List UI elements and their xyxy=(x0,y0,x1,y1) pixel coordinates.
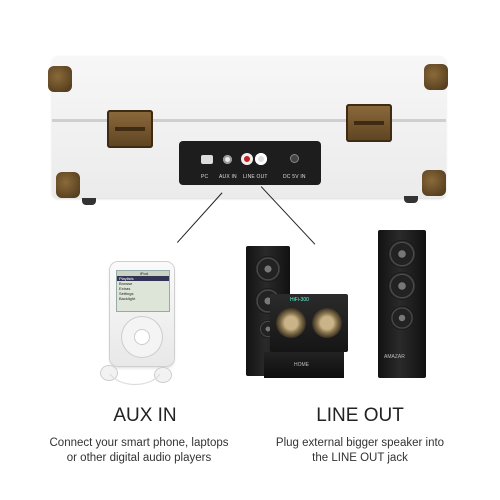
line-out-desc-line1: Plug external bigger speaker into xyxy=(275,437,445,449)
aux-in-heading: AUX IN xyxy=(113,405,177,426)
ipod-player: iPod Playlists Browse Extras Settings Ba… xyxy=(110,262,174,366)
pc-port-label: PC xyxy=(201,174,209,180)
line-out-port-label: LINE OUT xyxy=(243,174,268,180)
earbud-right xyxy=(155,368,171,382)
rear-port-panel: PC AUX IN LINE OUT DC 5V IN xyxy=(179,141,321,185)
ipod-click-wheel xyxy=(121,316,163,358)
line-out-desc-line2: the LINE OUT jack xyxy=(312,452,408,464)
line-out-jack-red[interactable] xyxy=(241,153,253,165)
ipod-screen: iPod Playlists Browse Extras Settings Ba… xyxy=(116,270,170,312)
center-speaker: HiFi-300 xyxy=(270,294,348,352)
speaker-driver xyxy=(388,272,416,300)
case-corner-bottom-left xyxy=(56,172,80,198)
line-out-jack-white[interactable] xyxy=(255,153,267,165)
right-tower-speaker: AMAZAR xyxy=(378,230,426,378)
case-corner-top-right xyxy=(424,64,448,90)
case-latch-left xyxy=(107,110,153,148)
ipod-menu-item: Backlight xyxy=(119,296,136,301)
case-foot-right xyxy=(404,196,418,203)
speaker-driver xyxy=(255,256,281,282)
ipod-menu-item: Browse xyxy=(119,281,133,286)
aux-in-desc-line2: or other digital audio players xyxy=(66,452,212,464)
speaker-driver xyxy=(388,240,416,268)
case-latch-right xyxy=(346,104,392,142)
case-foot-left xyxy=(82,198,96,205)
ipod-menu-item: Settings xyxy=(119,291,134,296)
speaker-driver xyxy=(390,306,414,330)
dc-power-jack[interactable] xyxy=(291,155,298,162)
line-out-heading: LINE OUT xyxy=(316,405,404,426)
right-speaker-brand: AMAZAR xyxy=(384,354,405,360)
usb-port[interactable] xyxy=(201,155,213,164)
center-driver xyxy=(312,308,342,338)
case-corner-top-left xyxy=(48,66,72,92)
ipod-center-button xyxy=(135,330,149,344)
ipod-menu-item: Playlists xyxy=(117,276,169,281)
dc-port-label: DC 5V IN xyxy=(283,174,306,180)
case-corner-bottom-right xyxy=(422,170,446,196)
aux-pointer-line xyxy=(176,192,223,243)
earbud-cable xyxy=(109,373,161,385)
subwoofer-base: HOME xyxy=(264,352,344,378)
sub-brand: HOME xyxy=(294,362,309,368)
aux-in-port-label: AUX IN xyxy=(219,174,237,180)
case-seam xyxy=(52,119,446,122)
aux-in-desc-line1: Connect your smart phone, laptops xyxy=(49,437,229,449)
earbud-left xyxy=(101,366,117,380)
ipod-screen-title: iPod xyxy=(117,271,169,276)
ipod-menu-item: Extras xyxy=(119,286,131,291)
center-display: HiFi-300 xyxy=(290,297,309,303)
aux-in-jack[interactable] xyxy=(223,155,232,164)
center-driver xyxy=(276,308,306,338)
